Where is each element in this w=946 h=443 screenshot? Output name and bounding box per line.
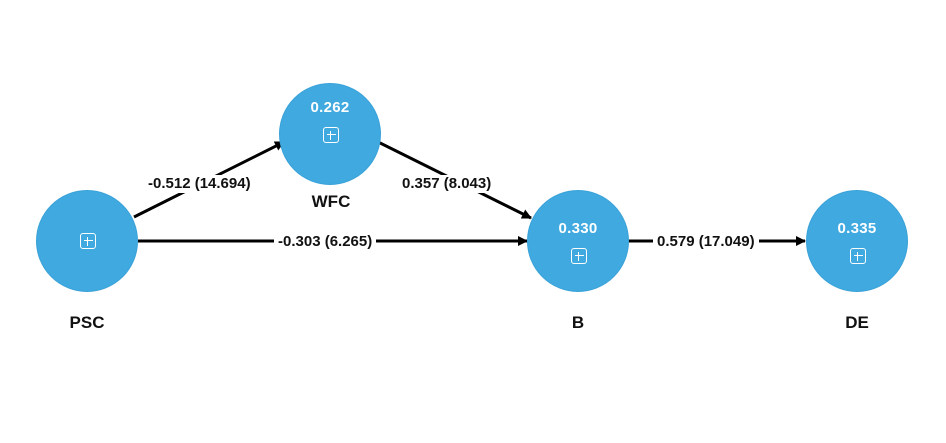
- plus-square-icon[interactable]: [850, 248, 866, 264]
- plus-square-icon[interactable]: [571, 248, 587, 264]
- node-b[interactable]: 0.330: [527, 190, 629, 292]
- edge-label-wfc-b: 0.357 (8.043): [398, 175, 496, 193]
- node-b-r-squared: 0.330: [558, 220, 598, 237]
- node-wfc-label: WFC: [311, 192, 351, 211]
- edge-label-b-de: 0.579 (17.049): [653, 233, 759, 251]
- node-de-r-squared: 0.335: [837, 220, 877, 237]
- plus-square-icon[interactable]: [80, 233, 96, 249]
- node-de[interactable]: 0.335: [806, 190, 908, 292]
- node-wfc[interactable]: 0.262: [279, 83, 381, 185]
- plus-square-icon[interactable]: [323, 127, 339, 143]
- edge-label-psc-b: -0.303 (6.265): [274, 233, 377, 251]
- node-wfc-r-squared: 0.262: [310, 99, 350, 116]
- node-de-label: DE: [845, 313, 869, 332]
- node-b-label: B: [571, 313, 585, 332]
- edge-label-psc-wfc: -0.512 (14.694): [144, 175, 255, 193]
- node-psc-label: PSC: [69, 313, 105, 332]
- node-psc[interactable]: [36, 190, 138, 292]
